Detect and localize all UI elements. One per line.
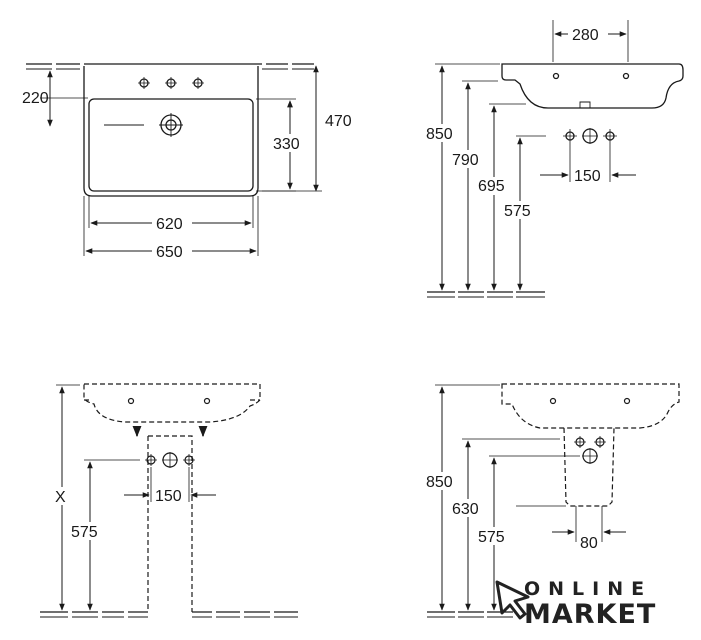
dim-inner-width: 620	[156, 216, 183, 233]
logo-line1: ONLINE	[524, 578, 652, 600]
semi-pedestal-view	[427, 383, 680, 618]
dim-supply-spacing: 150	[155, 488, 182, 505]
floor-line	[40, 611, 298, 618]
pedestal-dashed	[147, 435, 193, 612]
side-view-labels: 280 850 790 695 575 150	[426, 25, 608, 220]
wall-line	[26, 63, 314, 70]
dim-overall-width: 650	[156, 244, 183, 261]
pedestal-front-labels: X 575 150	[53, 487, 182, 541]
cursor-icon	[495, 580, 530, 620]
floor-line	[427, 611, 513, 618]
tap-holes	[138, 77, 204, 89]
online-market-logo: ONLINE MARKET	[495, 578, 656, 630]
dim-trap-height: 695	[478, 178, 505, 195]
dim-rim-height: 850	[426, 126, 453, 143]
dim-rim-height: 850	[426, 474, 453, 491]
dim-waste-height: 575	[71, 524, 98, 541]
supply-holes	[563, 128, 617, 144]
dim-tap-offset: 280	[572, 27, 599, 44]
bowl-outline	[88, 98, 254, 192]
semi-pedestal-labels: 850 630 575 80	[426, 472, 598, 552]
semi-pedestal-dashed	[563, 427, 615, 507]
dim-pedestal-bottom-height: 630	[452, 501, 479, 518]
drain-icon	[104, 113, 183, 137]
logo-line2: MARKET	[524, 599, 656, 630]
basin-side-profile	[501, 63, 684, 109]
dim-pedestal-width: 80	[580, 535, 598, 552]
dim-waste-height: 575	[478, 529, 505, 546]
top-view-labels: 220 470 330 620 650	[22, 90, 352, 261]
basin-dashed-outline	[501, 383, 680, 429]
dim-rim-height-x: X	[55, 489, 66, 506]
dim-waste-height: 575	[504, 203, 531, 220]
dim-front-to-tap: 220	[22, 90, 49, 107]
dim-supply-spacing: 150	[574, 168, 601, 185]
dim-inner-depth: 330	[273, 136, 300, 153]
floor-line	[427, 291, 545, 298]
basin-dashed-outline	[83, 383, 261, 423]
dim-overall-depth: 470	[325, 113, 352, 130]
side-view	[427, 20, 684, 298]
dim-underside-height: 790	[452, 152, 479, 169]
